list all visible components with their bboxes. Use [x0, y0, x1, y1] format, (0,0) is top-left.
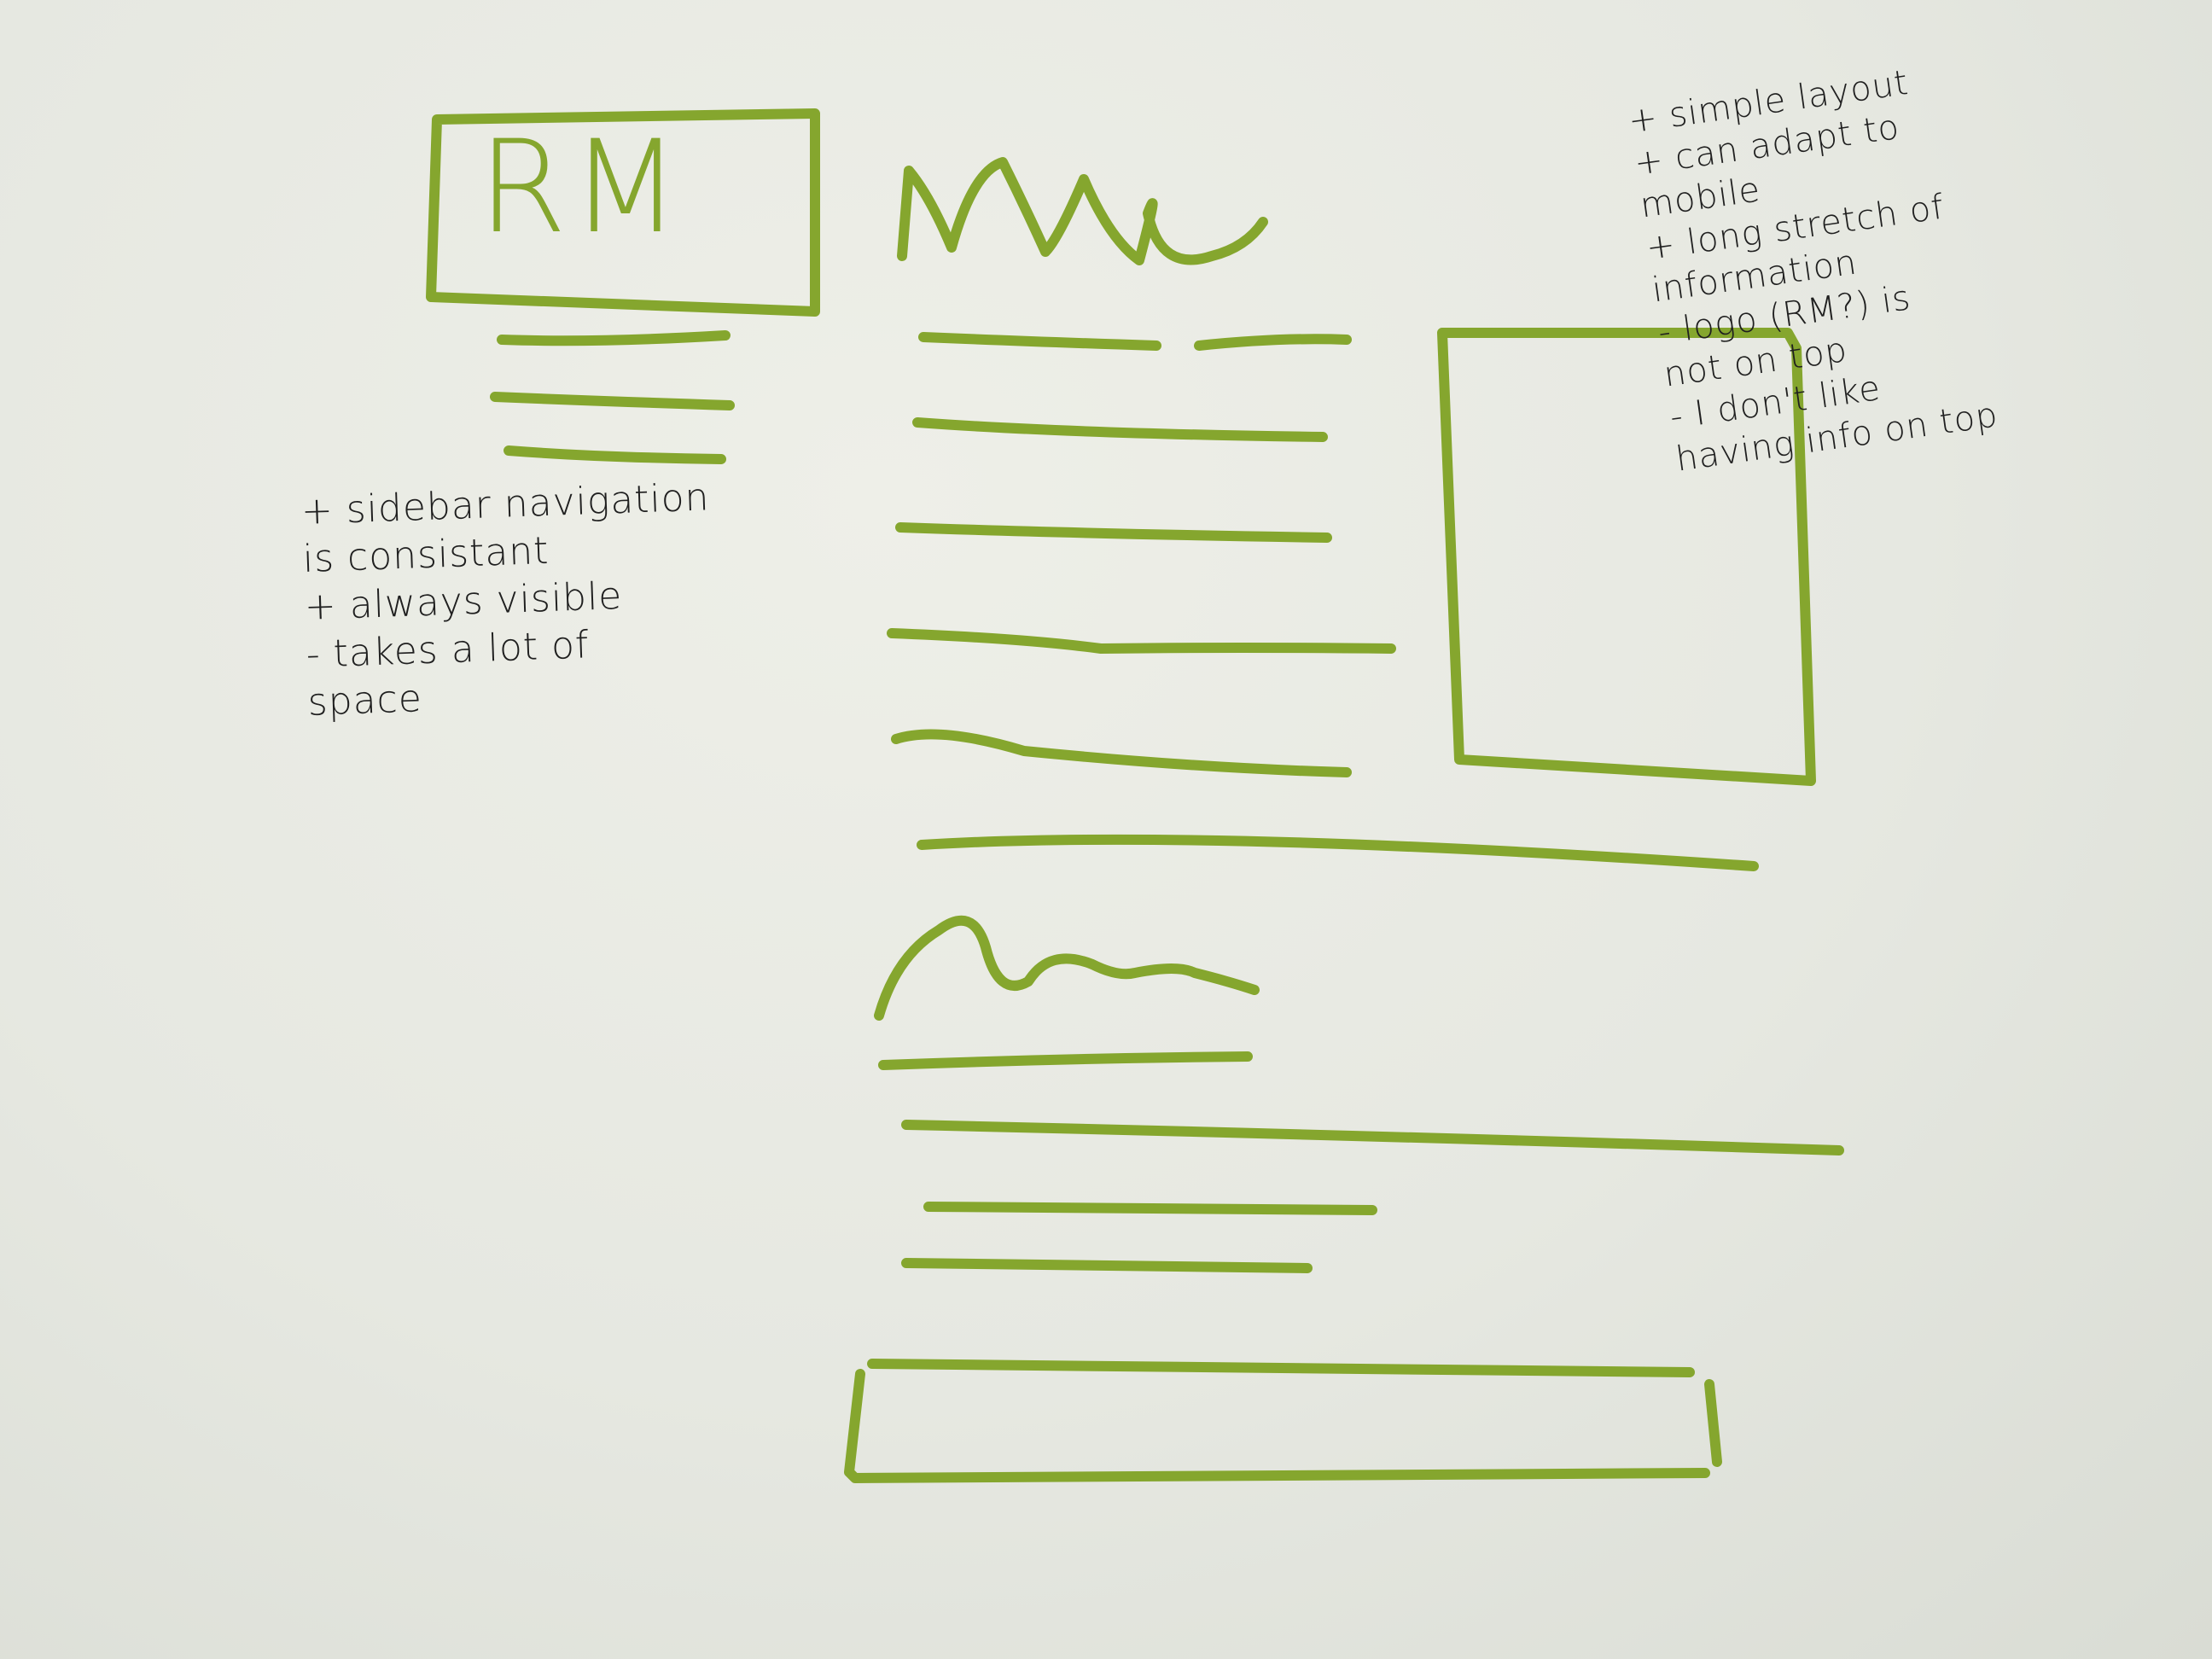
logo-box: [426, 108, 820, 317]
content-line-4: [887, 628, 1396, 654]
layout-pros-cons-notes: + simple layout + can adapt to mobile + …: [1626, 55, 2000, 481]
main-heading-scribble: [897, 157, 1268, 265]
section-line-3: [923, 1202, 1377, 1215]
section-line-4: [901, 1258, 1313, 1273]
content-line-1a: [918, 332, 1161, 351]
content-line-2: [912, 417, 1328, 442]
sidebar-nav-line-2: [490, 392, 735, 410]
content-line-5: [891, 729, 1352, 777]
section-line-1: [878, 1051, 1253, 1070]
sidebar-nav-line-3: [504, 445, 726, 464]
content-line-3: [895, 522, 1332, 543]
footer-box: [844, 1359, 1722, 1483]
sidebar-nav-line-1: [497, 330, 731, 346]
content-line-6-long: [917, 834, 1759, 871]
sidebar-pros-cons-notes: + sidebar navigation is consistant + alw…: [300, 474, 717, 727]
content-line-1b: [1194, 334, 1352, 351]
section-heading-scribble: [874, 915, 1260, 1021]
section-line-2: [901, 1120, 1844, 1155]
image-placeholder-box: [1437, 328, 1816, 786]
logo-text: RM: [478, 114, 684, 262]
